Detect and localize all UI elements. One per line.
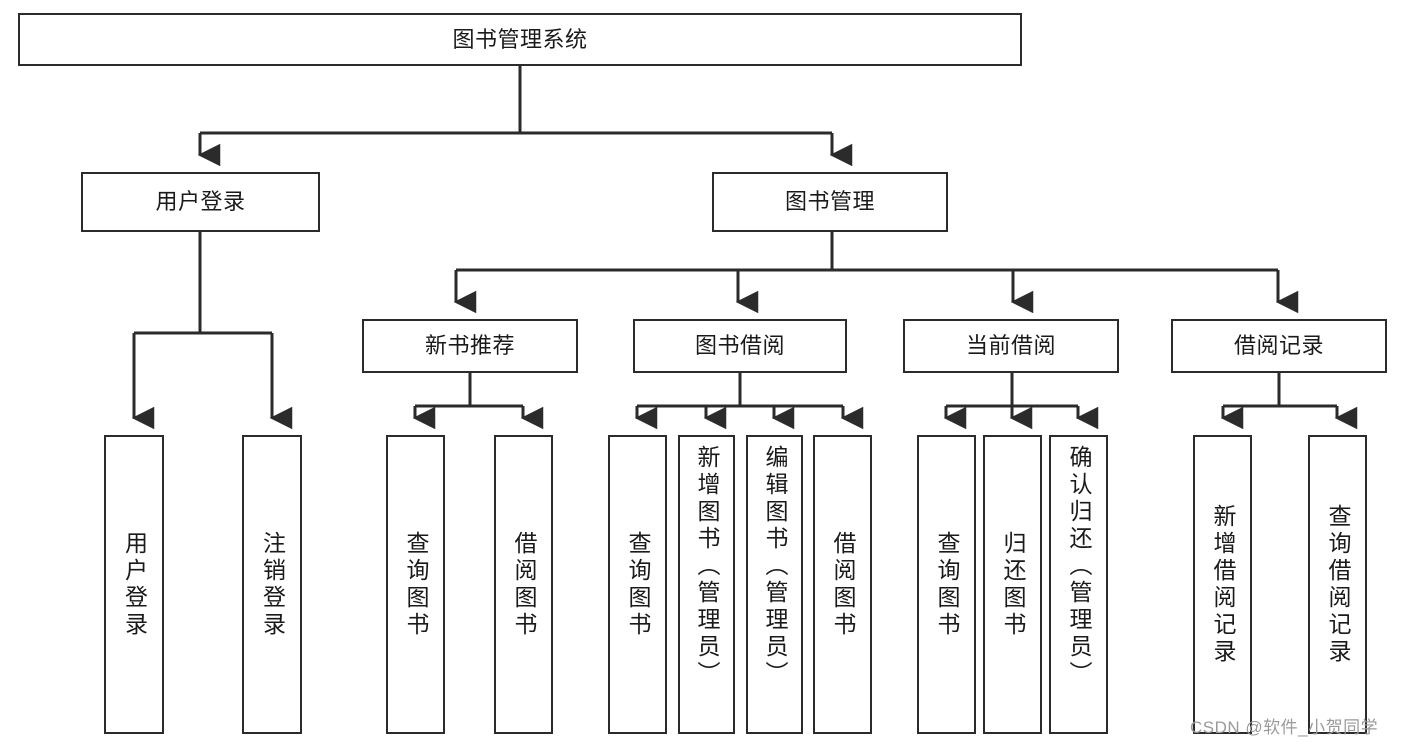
node-label: 图书借阅	[694, 333, 785, 359]
node-label: 借阅记录	[1233, 333, 1324, 359]
node-label: 新增图书（管理员）	[694, 445, 720, 688]
watermark-text: CSDN @软件_小贺同学	[1190, 718, 1379, 737]
node-label: 借阅图书	[830, 530, 856, 639]
node-label: 用户登录	[121, 530, 148, 639]
node-label: 图书管理	[784, 189, 875, 215]
node-label: 新书推荐	[424, 333, 515, 359]
node-label: 确认归还（管理员）	[1066, 445, 1092, 688]
leaf-new-book-query[interactable]: 查询图书	[386, 435, 445, 734]
leaf-borrow-edit-book-admin[interactable]: 编辑图书（管理员）	[746, 435, 803, 734]
node-label: 查询图书	[625, 530, 651, 639]
node-label: 用户登录	[155, 189, 246, 215]
node-label: 图书管理系统	[452, 26, 588, 52]
leaf-user-login-login[interactable]: 用户登录	[104, 435, 164, 734]
leaf-record-add-record[interactable]: 新增借阅记录	[1193, 435, 1252, 734]
leaf-current-confirm-return-admin[interactable]: 确认归还（管理员）	[1049, 435, 1108, 734]
node-label: 借阅图书	[511, 530, 537, 639]
node-label: 当前借阅	[965, 333, 1056, 359]
node-book-borrow[interactable]: 图书借阅	[633, 319, 847, 373]
node-book-management[interactable]: 图书管理	[712, 172, 948, 232]
leaf-borrow-query-book[interactable]: 查询图书	[608, 435, 667, 734]
leaf-current-return-book[interactable]: 归还图书	[983, 435, 1042, 734]
leaf-current-query-book[interactable]: 查询图书	[917, 435, 976, 734]
node-new-book-recommend[interactable]: 新书推荐	[362, 319, 578, 373]
node-borrow-record[interactable]: 借阅记录	[1171, 319, 1387, 373]
leaf-user-login-logout[interactable]: 注销登录	[242, 435, 302, 734]
leaf-record-query-record[interactable]: 查询借阅记录	[1308, 435, 1367, 734]
node-root-system[interactable]: 图书管理系统	[18, 13, 1022, 66]
node-label: 查询借阅记录	[1325, 503, 1351, 666]
node-current-borrow[interactable]: 当前借阅	[903, 319, 1119, 373]
leaf-borrow-add-book-admin[interactable]: 新增图书（管理员）	[678, 435, 735, 734]
node-label: 查询图书	[403, 530, 429, 639]
leaf-borrow-borrow-book[interactable]: 借阅图书	[813, 435, 872, 734]
node-label: 归还图书	[1000, 530, 1026, 639]
node-label: 注销登录	[259, 530, 286, 639]
node-label: 查询图书	[934, 530, 960, 639]
leaf-new-book-borrow[interactable]: 借阅图书	[494, 435, 553, 734]
node-user-login[interactable]: 用户登录	[81, 172, 320, 232]
node-label: 新增借阅记录	[1210, 503, 1236, 666]
node-label: 编辑图书（管理员）	[762, 445, 788, 688]
